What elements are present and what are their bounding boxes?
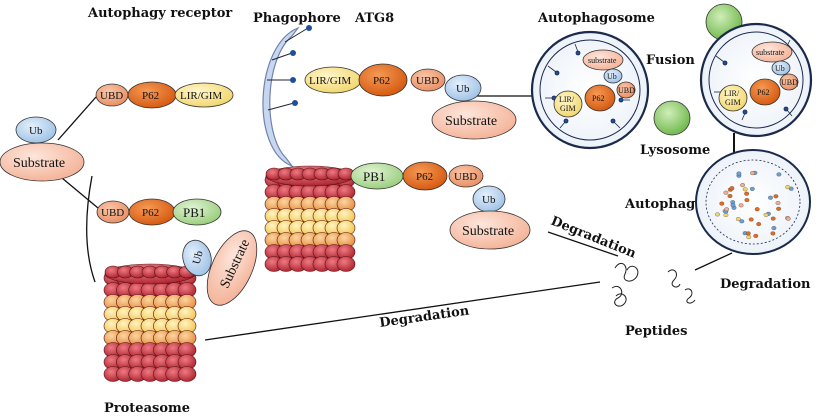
lir-gim-text-bound: LIR/GIM <box>309 75 351 87</box>
substrate-small-text-fused: substrate <box>756 48 785 57</box>
autolysosome: substrate Ub UBD P62 LIR/ GIM <box>699 22 813 138</box>
peptides-label: Peptides <box>625 324 687 339</box>
ubd-text-proteasome: UBD <box>454 171 477 183</box>
ubd-small-text-fused: UBD <box>781 78 798 87</box>
ubd-text-bound: UBD <box>416 75 439 87</box>
ub-text: Ub <box>29 125 43 137</box>
receptor-chain-pb1: UBD P62 PB1 <box>96 198 222 226</box>
p62-small-text-fused: P62 <box>757 88 769 97</box>
pb1-text: PB1 <box>183 205 205 220</box>
ubd-text: UBD <box>100 90 123 102</box>
peptides-squiggles <box>611 262 696 307</box>
phagophore-label: Phagophore <box>253 11 341 26</box>
lir-small-text: LIR/ <box>559 95 575 104</box>
substrate-entering-proteasome: Ub Substrate <box>182 230 258 306</box>
p62-text-proteasome: P62 <box>416 171 433 183</box>
substrate-bubble <box>0 142 85 182</box>
ub-text-proteasome: Ub <box>482 194 496 206</box>
gim-small-text: GIM <box>560 104 576 113</box>
ubd-small-text: UBD <box>618 86 635 95</box>
line-autophagy-to-peptides <box>694 252 733 271</box>
autophagy-vesicle <box>695 149 811 255</box>
degradation-label-middle: Degradation <box>549 214 639 262</box>
ub-small-text-fused: Ub <box>775 64 785 73</box>
lir-gim-text: LIR/GIM <box>180 90 222 102</box>
ubd-text-pb1: UBD <box>101 207 124 219</box>
proteasome-bottom <box>103 263 197 382</box>
proteasome-label: Proteasome <box>104 401 190 416</box>
atg8-dot <box>306 25 312 31</box>
receptor-chain-bound: LIR/GIM P62 UBD Ub Substrate <box>304 63 517 140</box>
line-substrate-to-proteasome <box>86 175 96 283</box>
pb1-text-bound: PB1 <box>363 169 385 184</box>
p62-small-text: P62 <box>592 94 604 103</box>
lysosome-bottom <box>653 100 691 136</box>
ub-text-bound: Ub <box>456 83 470 95</box>
substrate-text-bound: Substrate <box>445 114 497 129</box>
atg8-label: ATG8 <box>354 11 394 26</box>
p62-text: P62 <box>142 90 159 102</box>
p62-text-bound: P62 <box>373 75 390 87</box>
substrate-text-proteasome: Substrate <box>462 224 514 239</box>
gim-small-text-fused: GIM <box>725 98 741 107</box>
degraded-fragments <box>715 170 794 240</box>
ubiquitinated-substrate: Ub Substrate <box>0 116 85 182</box>
degradation-label-right: Degradation <box>720 277 811 292</box>
autophagy-label: Autophagy <box>624 197 703 212</box>
autophagosome: substrate Ub UBD P62 LIR/ GIM <box>530 30 650 150</box>
ub-small-text: Ub <box>607 72 617 81</box>
line-substrate-to-peptides <box>547 231 619 257</box>
substrate-text: Substrate <box>13 156 65 171</box>
p62-text-pb1: P62 <box>142 207 159 219</box>
autophagosome-label: Autophagosome <box>537 11 655 26</box>
proteasome-middle <box>264 165 356 272</box>
lysosome-label: Lysosome <box>640 143 710 158</box>
lir-small-text-fused: LIR/ <box>724 89 740 98</box>
line-substrate-to-pb1 <box>61 177 99 209</box>
autophagy-receptor-label: Autophagy receptor <box>87 6 232 21</box>
connector-lines <box>57 95 735 341</box>
ub-text-entering: Ub <box>191 249 206 266</box>
fusion-label: Fusion <box>646 53 695 68</box>
receptor-chain-proteasome: PB1 P62 UBD Ub Substrate <box>350 161 531 250</box>
phagophore-membrane <box>262 25 312 168</box>
line-proteasome-to-peptides <box>204 281 601 341</box>
substrate-small-text: substrate <box>588 56 617 65</box>
line-substrate-to-receptor <box>57 96 97 141</box>
receptor-chain-top: UBD P62 LIR/GIM <box>95 81 234 109</box>
